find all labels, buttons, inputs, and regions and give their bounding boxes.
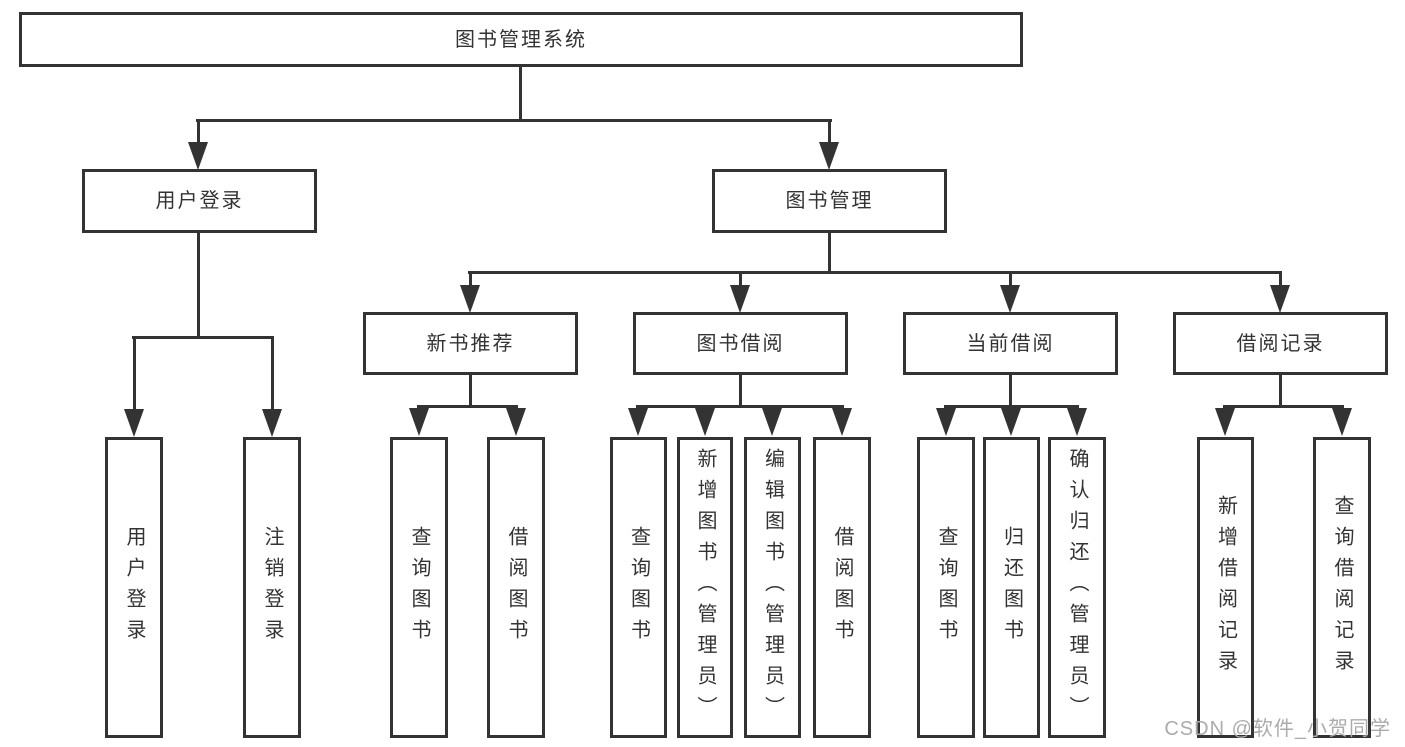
arrowhead-icon: [1270, 285, 1290, 313]
node-label: 编辑图书（管理员）: [761, 448, 784, 727]
node-label: 新书推荐: [426, 332, 515, 355]
connector-line: [469, 271, 472, 287]
arrowhead-icon: [1067, 408, 1087, 436]
node-label: 归还图书: [1000, 525, 1023, 650]
arrowhead-icon: [262, 409, 282, 437]
connector-line: [739, 374, 742, 407]
connector-line: [636, 405, 844, 408]
node-add-borrow-record: 新增借阅记录: [1197, 437, 1254, 738]
node-new-book-recommend: 新书推荐: [363, 312, 578, 375]
connector-line: [1009, 271, 1012, 287]
node-query-borrow-record: 查询借阅记录: [1313, 437, 1371, 738]
arrowhead-icon: [460, 285, 480, 313]
node-query-books-borrowing: 查询图书: [610, 437, 667, 738]
connector-line: [197, 232, 200, 338]
node-label: 当前借阅: [966, 332, 1055, 355]
connector-line: [417, 405, 518, 408]
connector-line: [132, 336, 274, 339]
arrowhead-icon: [1000, 285, 1020, 313]
arrowhead-icon: [1332, 408, 1352, 436]
arrowhead-icon: [695, 408, 715, 436]
arrowhead-icon: [506, 408, 526, 436]
connector-line: [133, 336, 136, 412]
node-borrow-books-borrowing: 借阅图书: [813, 437, 871, 738]
arrowhead-icon: [188, 142, 208, 170]
node-borrow-records: 借阅记录: [1173, 312, 1388, 375]
node-label: 查询图书: [935, 525, 957, 650]
node-confirm-return-admin: 确认归还（管理员）: [1048, 437, 1106, 738]
connector-line: [519, 66, 522, 122]
arrowhead-icon: [628, 408, 648, 436]
node-edit-books-admin: 编辑图书（管理员）: [744, 437, 801, 738]
node-label: 图书借阅: [696, 332, 785, 355]
connector-line: [944, 405, 1079, 408]
arrowhead-icon: [730, 285, 750, 313]
node-label: 图书管理系统: [455, 28, 587, 51]
node-user-login: 用户登录: [82, 169, 317, 233]
watermark-text: CSDN @软件_小贺同学: [1164, 718, 1391, 740]
arrowhead-icon: [762, 408, 782, 436]
node-current-borrowing: 当前借阅: [903, 312, 1118, 375]
connector-line: [1279, 271, 1282, 287]
arrowhead-icon: [1215, 408, 1235, 436]
node-label: 查询图书: [627, 525, 650, 650]
connector-line: [196, 119, 832, 122]
node-user-login-leaf: 用户登录: [105, 437, 163, 738]
node-label: 新增借阅记录: [1214, 494, 1237, 681]
connector-line: [468, 271, 1282, 274]
connector-line: [1223, 405, 1344, 408]
connector-line: [828, 119, 831, 145]
connector-line: [1009, 374, 1012, 407]
node-return-books: 归还图书: [983, 437, 1040, 738]
node-logout-leaf: 注销登录: [243, 437, 301, 738]
node-label: 借阅记录: [1236, 332, 1325, 355]
arrowhead-icon: [819, 142, 839, 170]
node-borrow-books-recommend: 借阅图书: [487, 437, 545, 738]
node-label: 查询图书: [408, 525, 430, 650]
node-label: 借阅图书: [505, 525, 527, 650]
node-label: 用户登录: [123, 525, 145, 650]
arrowhead-icon: [832, 408, 852, 436]
node-query-books-current: 查询图书: [917, 437, 975, 738]
node-label: 借阅图书: [831, 525, 853, 650]
arrowhead-icon: [936, 408, 956, 436]
arrowhead-icon: [124, 409, 144, 437]
node-label: 图书管理: [785, 190, 874, 212]
arrowhead-icon: [409, 408, 429, 436]
connector-line: [197, 119, 200, 145]
node-label: 用户登录: [155, 190, 244, 212]
connector-line: [739, 271, 742, 287]
node-add-books-admin: 新增图书（管理员）: [677, 437, 733, 738]
node-book-management: 图书管理: [712, 169, 947, 233]
node-book-borrowing: 图书借阅: [633, 312, 848, 375]
node-query-books-recommend: 查询图书: [390, 437, 448, 738]
node-label: 查询借阅记录: [1331, 494, 1353, 681]
connector-line: [469, 374, 472, 407]
arrowhead-icon: [1001, 408, 1021, 436]
node-label: 确认归还（管理员）: [1066, 448, 1088, 727]
connector-line: [271, 336, 274, 412]
connector-line: [1279, 374, 1282, 407]
node-root: 图书管理系统: [19, 12, 1023, 67]
node-label: 新增图书（管理员）: [694, 448, 716, 727]
node-label: 注销登录: [261, 525, 283, 650]
connector-line: [828, 232, 831, 273]
